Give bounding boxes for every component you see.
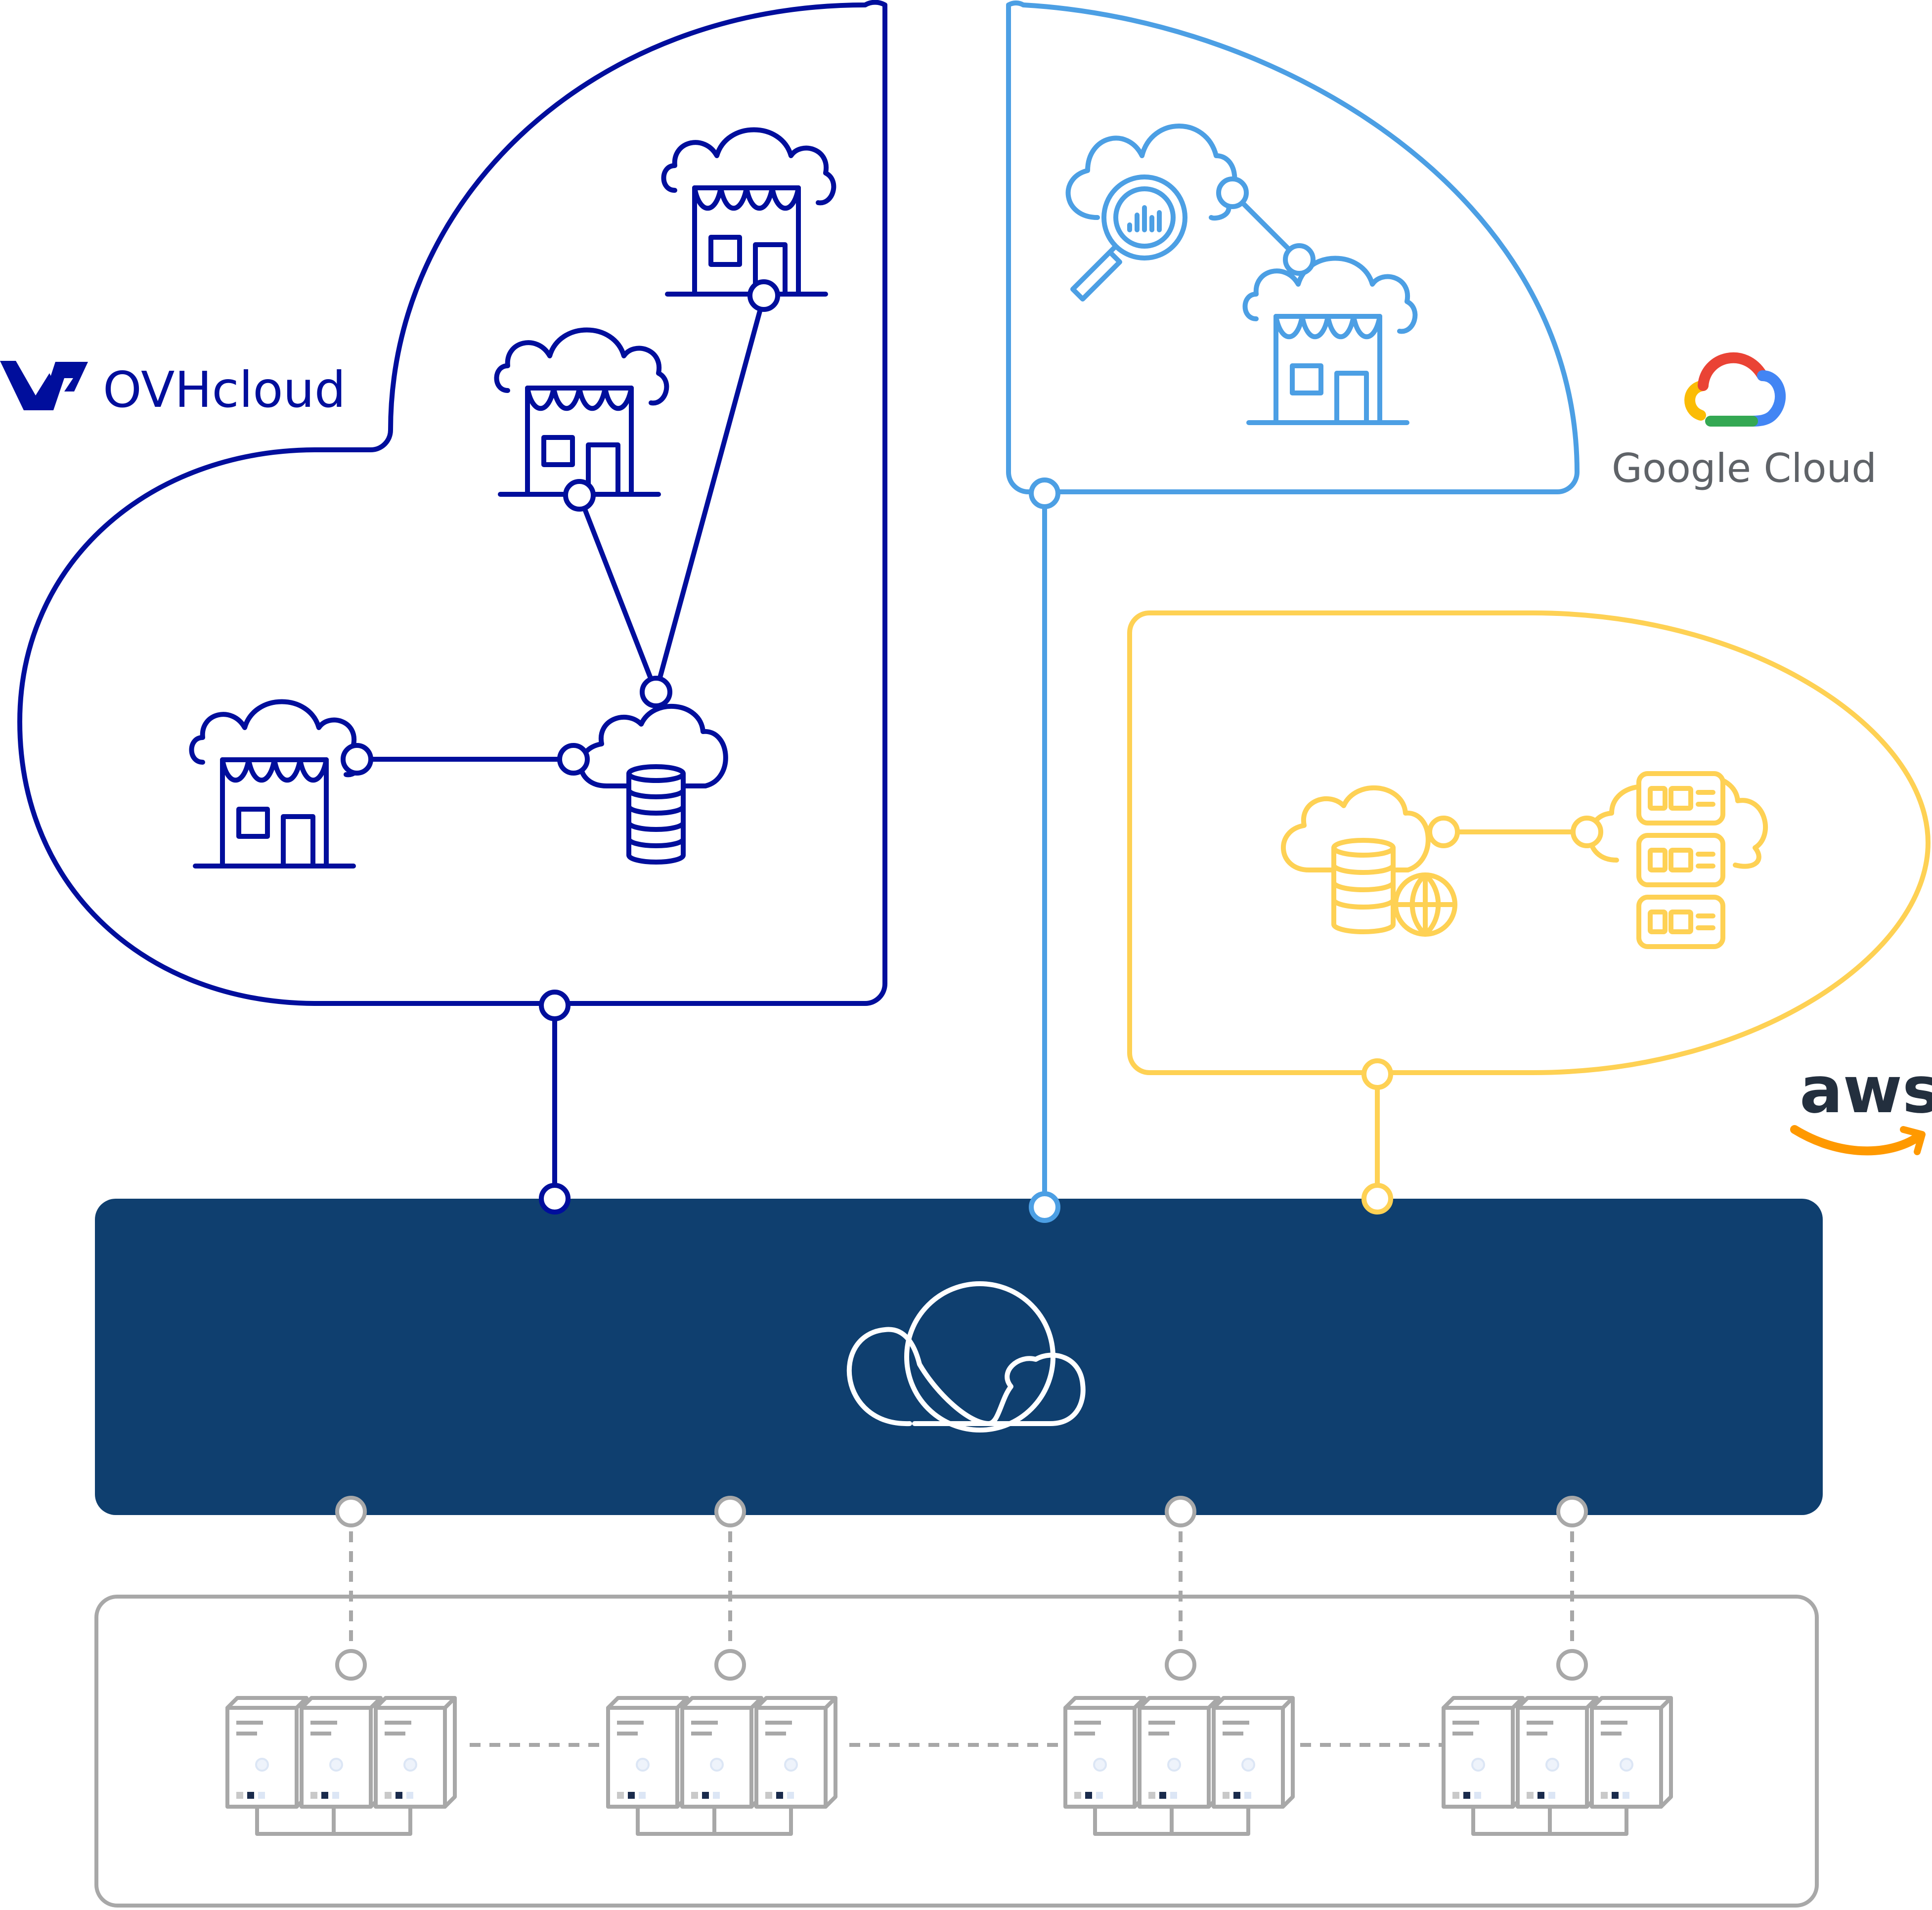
gcp-connector-nodes bbox=[1216, 176, 1316, 276]
server-cluster-icon bbox=[227, 1698, 455, 1834]
aws-connector-nodes bbox=[1427, 816, 1603, 848]
server-cluster-icon bbox=[608, 1698, 835, 1834]
onprem-container bbox=[94, 1595, 1819, 1908]
google-cloud-logo-mark bbox=[1684, 352, 1786, 427]
aws-logo-text: aws bbox=[1800, 1052, 1932, 1128]
database-cloud-icon bbox=[581, 706, 726, 862]
shop-cloud-icon bbox=[664, 130, 834, 295]
ovh-cloud-boundary bbox=[17, 0, 887, 1006]
shop-cloud-icon bbox=[192, 702, 362, 867]
database-globe-cloud-icon bbox=[1280, 785, 1457, 937]
gcp-cloud-boundary bbox=[1006, 0, 1580, 494]
ovhcloud-logo-text: OVHcloud bbox=[103, 361, 346, 419]
aws-cloud-region bbox=[1127, 610, 1931, 1215]
onprem-datacenter bbox=[94, 1496, 1819, 1908]
gcp-cloud-region bbox=[1006, 0, 1580, 1223]
server-cluster-icon bbox=[1065, 1698, 1293, 1834]
server-rack-cloud-icon bbox=[1587, 774, 1768, 947]
ovhcloud-logo: OVHcloud bbox=[0, 361, 346, 419]
google-cloud-logo-text: Google Cloud bbox=[1612, 445, 1877, 491]
platform-bar bbox=[95, 1183, 1823, 1515]
shop-cloud-icon bbox=[1245, 259, 1415, 423]
ovh-connector-nodes bbox=[341, 279, 780, 776]
analytics-cloud-icon bbox=[1065, 124, 1237, 302]
aws-logo: aws bbox=[1790, 1052, 1932, 1156]
aws-cloud-boundary bbox=[1127, 610, 1931, 1075]
cloud-platform-icon bbox=[846, 1281, 1086, 1432]
ovh-logo-mark bbox=[0, 361, 88, 410]
ovh-cloud-region bbox=[17, 0, 887, 1215]
aws-smile-icon bbox=[1790, 1125, 1923, 1156]
onprem-connector-nodes bbox=[335, 1496, 1588, 1681]
google-cloud-logo: Google Cloud bbox=[1612, 352, 1877, 491]
server-cluster-icon bbox=[1444, 1698, 1671, 1834]
shop-cloud-icon bbox=[497, 330, 667, 495]
